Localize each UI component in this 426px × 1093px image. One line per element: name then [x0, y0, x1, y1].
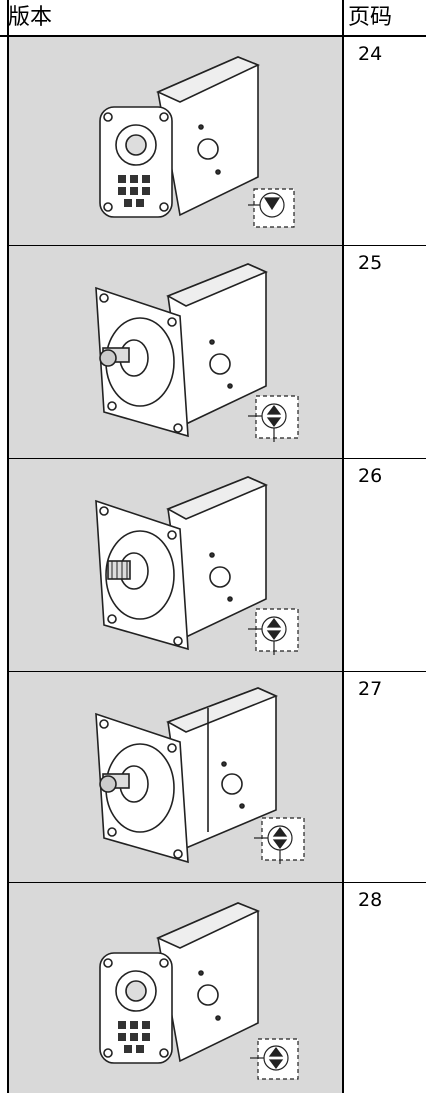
- rear-flange-pump-icon: [99, 56, 295, 228]
- pump-image-cell: [8, 37, 342, 245]
- row-divider: [8, 882, 426, 883]
- table-row: 25: [0, 246, 426, 458]
- header-page: 页码: [348, 5, 393, 30]
- page-number: 26: [358, 465, 383, 487]
- grid-line-left: [7, 0, 9, 1093]
- square-flange-tapered-shaft-pump-icon: [95, 263, 299, 442]
- page-cell: 28: [344, 883, 426, 1093]
- pump-image-cell: [8, 672, 342, 882]
- page-cell: 27: [344, 672, 426, 882]
- page-cell: 25: [344, 246, 426, 458]
- pump-image-cell: [8, 883, 342, 1093]
- rear-flange-pump-icon: [99, 902, 299, 1080]
- table-header: 版本 页码: [0, 0, 426, 37]
- page-number: 25: [358, 252, 383, 274]
- table-row: 27: [0, 672, 426, 882]
- table-row: 26: [0, 459, 426, 671]
- page-number: 28: [358, 889, 383, 911]
- table-row: 24: [0, 37, 426, 245]
- row-divider: [8, 458, 426, 459]
- square-flange-tapered-shaft-pump-icon: [95, 687, 305, 864]
- pump-image-cell: [8, 246, 342, 458]
- grid-line-middle: [342, 0, 344, 1093]
- pump-image-cell: [8, 459, 342, 671]
- page-number: 27: [358, 678, 383, 700]
- header-version: 版本: [8, 5, 53, 30]
- page-number: 24: [358, 43, 383, 65]
- row-divider: [8, 671, 426, 672]
- row-divider: [8, 245, 426, 246]
- table-row: 28: [0, 883, 426, 1093]
- page-cell: 26: [344, 459, 426, 671]
- page-cell: 24: [344, 37, 426, 245]
- square-flange-splined-shaft-pump-icon: [95, 476, 299, 655]
